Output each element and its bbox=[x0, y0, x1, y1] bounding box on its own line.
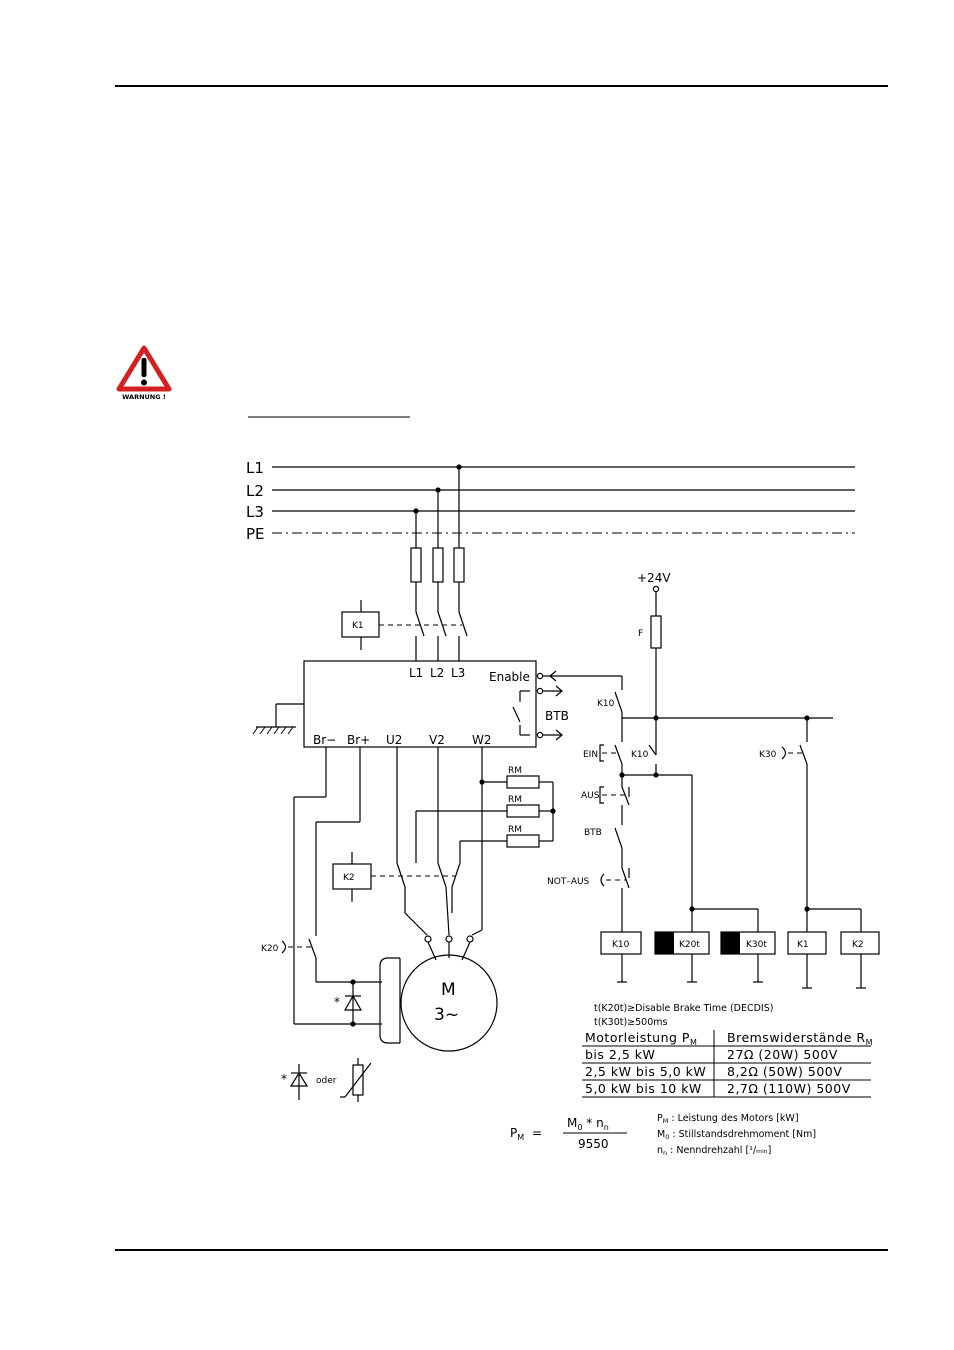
warning-icon: WARNUNG ! bbox=[116, 345, 172, 401]
power-formula: PM = M0 * nn 9550 bbox=[510, 1116, 627, 1151]
drive-out-w2: W2 bbox=[472, 733, 492, 747]
k10-contact-label: K10 bbox=[597, 699, 615, 709]
drive-out-br-minus: Br− bbox=[313, 733, 336, 747]
brake-wiring: K20 * bbox=[261, 747, 382, 1027]
table-cell: 27Ω (20W) 500V bbox=[727, 1047, 838, 1062]
btb-switch-label: BTB bbox=[584, 828, 602, 838]
k20-contact-label: K20 bbox=[261, 944, 279, 954]
drive-out-v2: V2 bbox=[429, 733, 445, 747]
legend-item: PM : Leistung des Motors [kW] bbox=[657, 1113, 799, 1125]
control-circuit: +24V F K10 EIN K10 AUS bbox=[547, 571, 862, 932]
brake-resistor-table: Motorleistung PM Bremswiderstände RM bis… bbox=[582, 1030, 873, 1098]
k1-top-label: K1 bbox=[352, 621, 364, 631]
bus-pe-label: PE bbox=[246, 525, 265, 543]
formula-equals: = bbox=[532, 1126, 542, 1140]
oder-label: oder bbox=[316, 1076, 337, 1086]
bus-l2-label: L2 bbox=[246, 482, 264, 500]
note-k30t: t(K30t)≥500ms bbox=[594, 1017, 668, 1028]
motor-label-phase: 3~ bbox=[434, 1005, 459, 1025]
top-rule bbox=[115, 85, 888, 87]
table-cell: 8,2Ω (50W) 500V bbox=[727, 1064, 842, 1079]
legend-item: M0 : Stillstandsdrehmoment [Nm] bbox=[657, 1129, 816, 1141]
resistor-label-2: RM bbox=[508, 795, 522, 805]
motor-wiring bbox=[371, 747, 483, 961]
alt-asterisk: * bbox=[281, 1072, 287, 1086]
ein-label: EIN bbox=[583, 750, 598, 760]
resistor-label-1: RM bbox=[508, 766, 522, 776]
bus-l3-label: L3 bbox=[246, 503, 264, 521]
formula-numerator: M0 * nn bbox=[567, 1116, 609, 1132]
bus-l1-label: L1 bbox=[246, 459, 264, 477]
drive-in-l1: L1 bbox=[409, 666, 423, 680]
phase-taps bbox=[379, 464, 468, 661]
resistor-label-3: RM bbox=[508, 825, 522, 835]
drive-out-u2: U2 bbox=[386, 733, 402, 747]
k30t-coil-label: K30t bbox=[746, 940, 767, 950]
k2-coil: K2 bbox=[332, 852, 372, 902]
k30-contact-label: K30 bbox=[759, 750, 777, 760]
not-aus-label: NOT–AUS bbox=[547, 877, 590, 887]
alt-diode-varistor: * oder bbox=[281, 1058, 372, 1102]
k2-coil-label-main: K2 bbox=[343, 873, 355, 883]
legend-item: nn : Nenndrehzahl [¹/ₘᵢₙ] bbox=[657, 1145, 771, 1157]
drive-in-l3: L3 bbox=[451, 666, 465, 680]
motor-label-m: M bbox=[441, 980, 456, 1000]
note-k20t: t(K20t)≥Disable Brake Time (DECDIS) bbox=[594, 1003, 773, 1014]
k10-hold-label: K10 bbox=[631, 750, 649, 760]
k20t-coil-label: K20t bbox=[679, 940, 700, 950]
aus-label: AUS bbox=[581, 791, 600, 801]
ground-icon bbox=[252, 703, 304, 735]
k1-coil-top: K1 bbox=[341, 600, 380, 650]
formula-lhs: PM bbox=[510, 1126, 524, 1142]
table-cell: 2,5 kW bis 5,0 kW bbox=[585, 1064, 706, 1079]
bus-bars: L1 L2 L3 PE bbox=[246, 459, 855, 543]
k2-coil-label: K2 bbox=[852, 940, 864, 950]
table-cell: 5,0 kW bis 10 kW bbox=[585, 1081, 702, 1096]
warning-label: WARNUNG ! bbox=[122, 393, 166, 401]
supply-voltage-label: +24V bbox=[637, 571, 671, 585]
formula-legend: PM : Leistung des Motors [kW] M0 : Still… bbox=[657, 1113, 816, 1157]
coil-row: K10 K20t K30t K1 K2 bbox=[600, 931, 880, 989]
k1-coil-label: K1 bbox=[797, 940, 809, 950]
table-cell: 2,7Ω (110W) 500V bbox=[727, 1081, 851, 1096]
drive-out-br-plus: Br+ bbox=[347, 733, 370, 747]
table-header-power: Motorleistung PM bbox=[585, 1030, 697, 1047]
servo-drive: L1 L2 L3 Enable BTB Br− Br+ U2 V2 W2 bbox=[303, 660, 622, 748]
drive-in-l2: L2 bbox=[430, 666, 444, 680]
k10-coil-label: K10 bbox=[612, 940, 630, 950]
motor-icon: M 3~ bbox=[379, 954, 498, 1052]
fuse-label: F bbox=[638, 629, 643, 639]
formula-denominator: 9550 bbox=[578, 1137, 609, 1151]
diode-asterisk: * bbox=[334, 995, 340, 1009]
drive-btb-label: BTB bbox=[545, 709, 569, 723]
bottom-rule bbox=[115, 1249, 888, 1251]
table-header-resistor: Bremswiderstände RM bbox=[727, 1030, 873, 1047]
drive-enable-label: Enable bbox=[489, 670, 530, 684]
brake-resistors: RM RM RM bbox=[416, 766, 556, 848]
table-cell: bis 2,5 kW bbox=[585, 1047, 655, 1062]
